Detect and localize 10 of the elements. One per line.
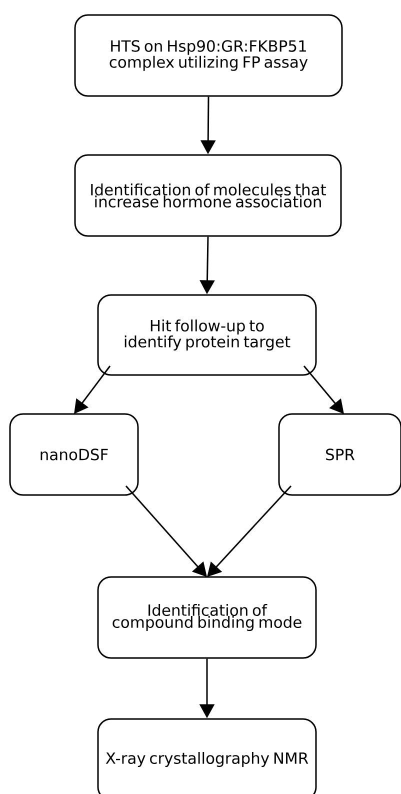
process-box: X-ray crystallography NMR bbox=[97, 718, 317, 794]
arrow bbox=[207, 486, 292, 577]
process-box: nanoDSF bbox=[9, 413, 139, 496]
process-box: HTS on Hsp90:GR:FKBP51 complex utilizing FP assay bbox=[74, 14, 343, 97]
arrow bbox=[303, 366, 344, 414]
process-box: Hit follow-up to identify protein target bbox=[97, 294, 317, 376]
arrow bbox=[125, 486, 207, 577]
process-box: Identification of compound binding mode bbox=[97, 576, 317, 659]
process-box: Identification of molecules that increase hormone association bbox=[74, 154, 342, 237]
process-box: SPR bbox=[278, 413, 401, 496]
